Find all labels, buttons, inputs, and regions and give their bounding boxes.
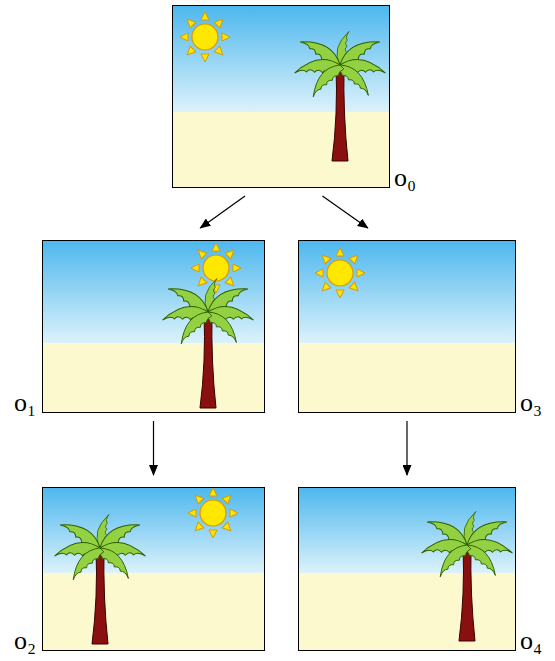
picture-panel: o₀ xyxy=(172,5,390,188)
panel-label: o₃ xyxy=(520,390,542,416)
picture-panel: o₁ xyxy=(42,240,265,413)
sand xyxy=(42,573,265,651)
palm-tree xyxy=(54,513,147,644)
sun xyxy=(180,12,230,62)
palm-tree xyxy=(294,30,387,161)
sun xyxy=(191,243,241,293)
arrow xyxy=(406,421,407,475)
sand xyxy=(42,343,265,413)
sky xyxy=(298,240,516,343)
sand xyxy=(298,343,516,413)
picture-panel: o₂ xyxy=(42,487,265,651)
panel-label: o₀ xyxy=(394,165,416,191)
arrow xyxy=(322,196,367,228)
picture-panel: o₄ xyxy=(298,487,516,651)
panel-label: o₂ xyxy=(14,628,36,654)
sand xyxy=(172,112,390,188)
panel-label: o₄ xyxy=(520,628,542,654)
sun xyxy=(188,488,238,538)
palm-tree xyxy=(162,277,255,408)
arrow xyxy=(153,421,154,475)
arrow xyxy=(200,196,245,228)
palm-tree xyxy=(421,510,514,641)
sand xyxy=(298,573,516,651)
picture-panel: o₃ xyxy=(298,240,516,413)
panel-label: o₁ xyxy=(14,390,36,416)
sun xyxy=(315,248,365,298)
